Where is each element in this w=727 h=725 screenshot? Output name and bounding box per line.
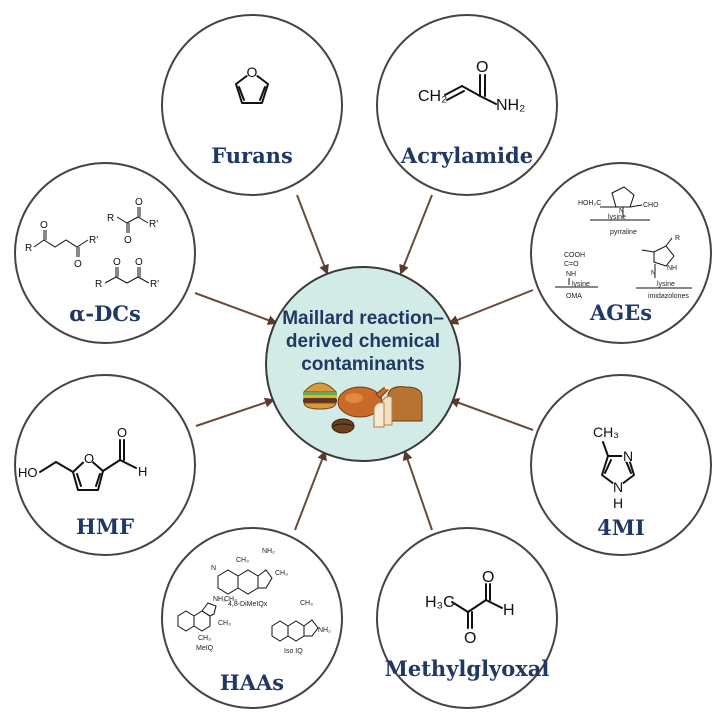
hmf-ring-o: O xyxy=(84,451,94,466)
acrylamide-o: O xyxy=(476,59,488,76)
bread-loaf-icon xyxy=(373,386,423,428)
adcs-o-6: O xyxy=(135,257,143,268)
label-methylglyoxal: Methylglyoxal xyxy=(385,656,550,681)
mg-o-2: O xyxy=(482,569,494,586)
haas-meiq: MeIQ xyxy=(196,645,214,652)
ages-pyrraline-n: N xyxy=(619,208,624,215)
methylglyoxal-structure: H₃C O O H xyxy=(425,569,515,647)
haas-ch3-6: CH₃ xyxy=(300,600,313,607)
adcs-o-5: O xyxy=(113,257,121,268)
node-furans: O Furans xyxy=(161,14,343,196)
ages-lysine-3: lysine xyxy=(657,281,675,288)
adcs-o-2: O xyxy=(74,259,82,270)
ages-cho: CHO xyxy=(643,202,659,209)
haas-ch3-3: CH₃ xyxy=(224,596,237,603)
adcs-r-2: R xyxy=(107,213,114,224)
arrow-methylglyoxal xyxy=(402,450,433,531)
ages-imidazolones: imidazolones xyxy=(648,293,689,300)
center-title-line-3: contaminants xyxy=(301,354,425,375)
arrow-ages xyxy=(448,289,534,325)
svg-text:O: O xyxy=(247,64,258,80)
ages-co: C=O xyxy=(564,261,579,268)
adcs-o-4: O xyxy=(135,197,143,208)
mg-h3c: H₃C xyxy=(425,594,455,611)
4mi-h: H xyxy=(613,495,623,511)
hmf-ho: HO xyxy=(18,465,38,480)
node-haas: CH₃ NH₂ CH₃ N CH₃ 4,8-DiMeIQx NH₂ CH₃ CH… xyxy=(161,527,343,709)
ages-imid-nh: NH xyxy=(667,265,677,272)
haas-ch3-1: CH₃ xyxy=(236,557,249,564)
haas-dimeiqx: 4,8-DiMeIQx xyxy=(228,601,268,608)
node-ages: HOH₂C N CHO lysine pyrraline COOH C=O NH… xyxy=(530,162,712,344)
adcs-o-1: O xyxy=(40,220,48,231)
node-acrylamide: CH₂ O NH₂ Acrylamide xyxy=(376,14,558,196)
4mi-ch3: CH₃ xyxy=(593,424,619,440)
adcs-rp-1: R' xyxy=(89,235,98,246)
haas-isoiq: Iso IQ xyxy=(284,648,303,655)
ages-oma: OMA xyxy=(566,293,582,300)
ages-imid-n: N xyxy=(651,270,656,277)
label-4mi: 4MI xyxy=(597,515,645,540)
adcs-rp-3: R' xyxy=(150,279,159,290)
ages-hoh2c: HOH₂C xyxy=(578,200,601,207)
arrow-hmf xyxy=(195,397,275,427)
hmf-aldehyde-o: O xyxy=(117,425,127,440)
haas-structures: CH₃ NH₂ CH₃ N CH₃ 4,8-DiMeIQx NH₂ CH₃ CH… xyxy=(177,548,331,655)
arrow-haas xyxy=(294,450,327,531)
4mi-n1: N xyxy=(613,479,623,495)
center-title-line-1: Maillard reaction– xyxy=(282,308,444,329)
4mi-n3: N xyxy=(623,448,633,464)
label-adcs: α-DCs xyxy=(69,301,141,326)
label-haas: HAAs xyxy=(220,670,284,695)
mg-o-1: O xyxy=(464,630,476,647)
ages-r: R xyxy=(675,235,680,242)
label-ages: AGEs xyxy=(589,300,652,325)
ages-pyrraline: pyrraline xyxy=(610,229,637,236)
ages-lysine-2: lysine xyxy=(572,281,590,288)
haas-ch3-4: CH₃ xyxy=(218,620,231,627)
coffee-bean-icon xyxy=(331,418,355,434)
furan-structure: O xyxy=(235,64,269,104)
arrow-acrylamide xyxy=(399,194,433,275)
haas-n-1: N xyxy=(211,565,216,572)
haas-nh2-3: NH₂ xyxy=(318,627,331,634)
arrow-adcs xyxy=(194,292,278,325)
haas-nh2-2: NH₂ xyxy=(213,596,226,603)
ages-structures: HOH₂C N CHO lysine pyrraline COOH C=O NH… xyxy=(555,186,692,300)
acrylamide-nh2: NH₂ xyxy=(496,97,525,114)
acrylamide-structure: CH₂ O NH₂ xyxy=(418,59,525,114)
arrow-furans xyxy=(296,194,329,275)
center-title-line-2: derived chemical xyxy=(286,331,440,352)
haas-ch3-2: CH₃ xyxy=(275,570,288,577)
node-adcs: O O R R' R R' O O R R' O O α-DCs xyxy=(14,162,196,344)
hmf-h: H xyxy=(138,464,147,479)
adcs-rp-2: R' xyxy=(149,219,158,230)
node-4mi: CH₃ N N H 4MI xyxy=(530,374,712,556)
haas-ch3-5: CH₃ xyxy=(198,635,211,642)
node-hmf: HO O O H HMF xyxy=(14,374,196,556)
adcs-r-1: R xyxy=(25,243,32,254)
haas-nh2-1: NH₂ xyxy=(262,548,275,555)
adcs-r-3: R xyxy=(95,279,102,290)
ages-lysine-1: lysine xyxy=(608,214,626,221)
center-node: Maillard reaction– derived chemical cont… xyxy=(265,266,461,462)
ages-cooh: COOH xyxy=(564,252,585,259)
ages-nh: NH xyxy=(566,271,576,278)
label-furans: Furans xyxy=(211,143,293,168)
burger-icon xyxy=(302,382,338,410)
node-methylglyoxal: H₃C O O H Methylglyoxal xyxy=(376,527,558,709)
hmf-structure: HO O O H xyxy=(18,425,147,491)
label-acrylamide: Acrylamide xyxy=(400,143,533,168)
adcs-o-3: O xyxy=(124,235,132,246)
arrow-4mi xyxy=(449,398,534,431)
acrylamide-ch2: CH₂ xyxy=(418,88,447,105)
arrows xyxy=(194,194,534,531)
adcs-structures: O O R R' R R' O O R R' O O xyxy=(25,197,159,290)
4mi-structure: CH₃ N N H xyxy=(593,424,635,511)
label-hmf: HMF xyxy=(76,514,134,539)
roast-chicken-icon xyxy=(337,384,390,418)
mg-h: H xyxy=(503,602,515,619)
